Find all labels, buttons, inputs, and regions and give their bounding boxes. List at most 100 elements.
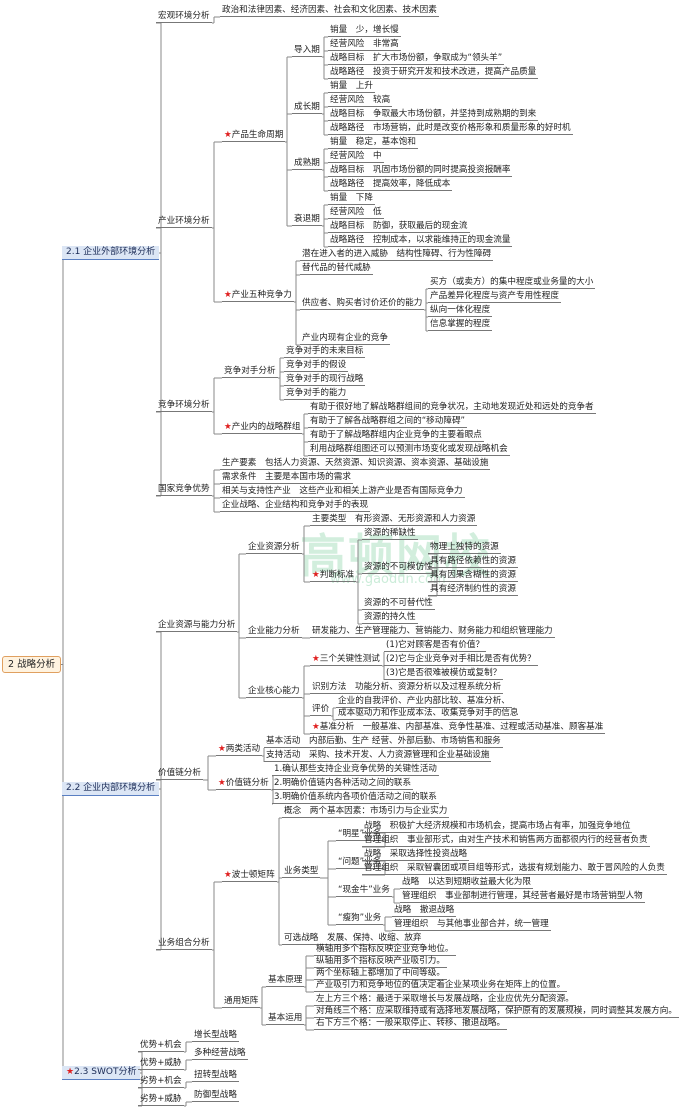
node-label: 成熟期: [294, 158, 320, 168]
node-hongguan: 宏观环境分析: [156, 11, 212, 23]
node-label: 产业吸引力和竞争地位的值决定着企业某项业务在矩阵上的位置。: [316, 980, 566, 990]
node-dog-2: 管理组织 与其他事业部合并，统一管理: [392, 919, 551, 931]
node-five-3b: 产品差异化程度与资产专用性程度: [428, 291, 561, 303]
node-st: 优势+威胁: [138, 1058, 184, 1070]
node-root: 2 战略分析: [2, 656, 62, 673]
node-label: 战略目标 扩大市场份额，争取成为“领头羊”: [330, 53, 503, 63]
node-label: (2)它与企业竞争对手相比是否有优势？: [386, 654, 536, 664]
node-label: 2.3 SWOT分析: [74, 1067, 137, 1077]
node-label: 宏观环境分析: [158, 11, 210, 21]
node-label: 有助于了解战略群组内企业竞争的主要着眼点: [310, 430, 482, 440]
node-test3-2: (2)它与企业竞争对手相比是否有优势？: [384, 654, 538, 666]
node-label: 企业战略、企业结构和竞争对手的表现: [222, 500, 369, 510]
node-label: 3.明确价值系统内各项价值活动之间的联系: [274, 792, 437, 802]
node-decline-1: 销量 下降: [328, 193, 375, 205]
node-pr-3: 两个坐标轴上都增加了中间等级。: [314, 968, 447, 980]
node-rival-1: 竞争对手的未来目标: [284, 346, 366, 358]
node-judge-2c: 具有因果含糊性的资源: [428, 570, 518, 582]
node-value: 价值链分析: [156, 768, 203, 780]
node-intro: 导入期: [292, 45, 322, 57]
node-grow: 成长期: [292, 102, 322, 114]
node-s2: 2.2 企业内部环境分析: [62, 782, 160, 796]
node-label: 业务组合分析: [158, 938, 210, 948]
node-s1: 2.1 企业外部环境分析: [62, 246, 160, 260]
node-label: 对角线三个格：应采取维持或有选择地发展战略，保护原有的发展规模，同时调整其发展方…: [316, 1006, 677, 1016]
node-label: 导入期: [294, 45, 320, 55]
node-use-2: 对角线三个格：应采取维持或有选择地发展战略，保护原有的发展规模，同时调整其发展方…: [314, 1006, 679, 1018]
node-label: 战略 积极扩大经济规模和市场机会，提高市场占有率，加强竞争地位: [364, 821, 631, 831]
node-label: 纵向一体化程度: [430, 305, 491, 315]
node-label: 需求条件 主要是本国市场的需求: [222, 472, 351, 482]
node-vc-2: 2.明确价值链内各种活动之间的联系: [272, 778, 414, 790]
node-q-1: 战略 采取选择性投资战略: [362, 849, 470, 861]
node-rival: 竞争对手分析: [222, 366, 278, 378]
node-label: 2 战略分析: [8, 659, 56, 670]
node-label: 1.确认那些支持企业竞争优势的关键性活动: [274, 764, 437, 774]
node-label: (3)它是否很难被模仿或复制？: [386, 668, 502, 678]
node-judge-4: 资源的持久性: [362, 612, 418, 624]
node-group: ★产业内的战略群组: [222, 422, 303, 434]
node-label: 通用矩阵: [224, 996, 259, 1006]
node-label: 战略目标 防御，获取最后的现金流: [330, 221, 468, 231]
node-star: “明星”业务: [336, 829, 384, 841]
node-label: 企业核心能力: [248, 686, 300, 696]
node-label: 竞争对手分析: [224, 366, 276, 376]
node-label: 竞争对手的能力: [286, 388, 347, 398]
node-decline: 衰退期: [292, 214, 322, 226]
node-five-3a: 买方（或卖方）的集中程度或业务量的大小: [428, 277, 596, 289]
node-label: 供应者、购买者讨价还价的能力: [302, 298, 423, 308]
node-label: 两类活动: [225, 744, 261, 754]
node-label: 管理组织 事业部制进行管理，其经营者最好是市场营销型人物: [402, 891, 643, 901]
node-label: 资源的不可模仿性: [364, 562, 433, 572]
node-dog: “瘦狗”业务: [336, 913, 384, 925]
node-grow-2: 经营风险 较高: [328, 95, 393, 107]
node-label: 销量 少，增长慢: [330, 25, 399, 35]
node-judge-2d: 具有经济制约性的资源: [428, 584, 518, 596]
node-label: 资源的不可替代性: [364, 598, 433, 608]
node-dog-1: 战略 撤退战略: [392, 905, 457, 917]
node-label: 竞争对手的未来目标: [286, 346, 364, 356]
node-judge-2a: 物理上独特的资源: [428, 542, 501, 554]
node-label: 具有因果含糊性的资源: [430, 570, 516, 580]
node-label: 物理上独特的资源: [430, 542, 499, 552]
node-eval-1: 企业的自我评价、产业内部比较、基准分析、: [336, 696, 512, 708]
node-label: 成本驱动力和作业成本法、收集竞争对手的信息: [338, 708, 519, 718]
node-basic-act: 基本活动 内部后勤、生产 经营、外部后勤、市场销售和服务: [264, 736, 503, 748]
node-label: “问题”业务: [338, 857, 382, 867]
node-label: 竞争对手的现行战略: [286, 374, 364, 384]
star-icon: ★: [224, 130, 232, 140]
star-icon: ★: [218, 744, 226, 754]
node-use: 基本运用: [266, 1013, 305, 1025]
node-label: 价值链分析: [158, 768, 201, 778]
node-test3-3: (3)它是否很难被模仿或复制？: [384, 668, 504, 680]
node-principle: 基本原理: [266, 975, 305, 987]
node-label: 战略路径 投资于研究开发和技术改进，提高产品质量: [330, 67, 537, 77]
node-label: 扭转型战略: [194, 1070, 237, 1080]
star-icon: ★: [312, 570, 320, 580]
node-label: 两个坐标轴上都增加了中间等级。: [316, 968, 445, 978]
node-bench: ★基准分析 一般基准、内部基准、竞争性基准、过程或活动基准、顾客基准: [310, 722, 606, 734]
star-icon: ★: [66, 1067, 75, 1077]
node-label: 优势+威胁: [140, 1058, 182, 1068]
node-decline-4: 战略路径 控制成本，以求能维持正的现金流量: [328, 235, 513, 247]
node-label: 战略目标 争取最大市场份额，并坚持到成熟期的到来: [330, 109, 537, 119]
node-label: 生产要素 包括人力资源、天然资源、知识资源、资本资源、基础设施: [222, 458, 489, 468]
node-label: 业务类型: [284, 866, 319, 876]
node-wo-d: 扭转型战略: [192, 1070, 239, 1082]
node-rival-3: 竞争对手的现行战略: [284, 374, 366, 386]
node-decline-2: 经营风险 低: [328, 207, 384, 219]
node-eval-2: 成本驱动力和作业成本法、收集竞争对手的信息: [336, 708, 521, 720]
node-label: 战略 以达到短期收益最大化为限: [402, 877, 531, 887]
node-label: 研发能力、生产管理能力、营销能力、财务能力和组织管理能力: [312, 626, 553, 636]
node-intro-4: 战略路径 投资于研究开发和技术改进，提高产品质量: [328, 67, 539, 79]
node-grow-3: 战略目标 争取最大市场份额，并坚持到成熟期的到来: [328, 109, 539, 121]
node-label: 可选战略 发展、保持、收缩、放弃: [284, 933, 422, 943]
node-test3-1: (1)它对顾客是否有价值？: [384, 640, 487, 652]
node-label: 企业能力分析: [248, 626, 300, 636]
node-judge: ★判断标准: [310, 570, 357, 582]
node-label: 销量 上升: [330, 81, 373, 91]
star-icon: ★: [224, 290, 232, 300]
node-st-d: 多种经营战略: [192, 1048, 248, 1060]
star-icon: ★: [312, 722, 320, 732]
